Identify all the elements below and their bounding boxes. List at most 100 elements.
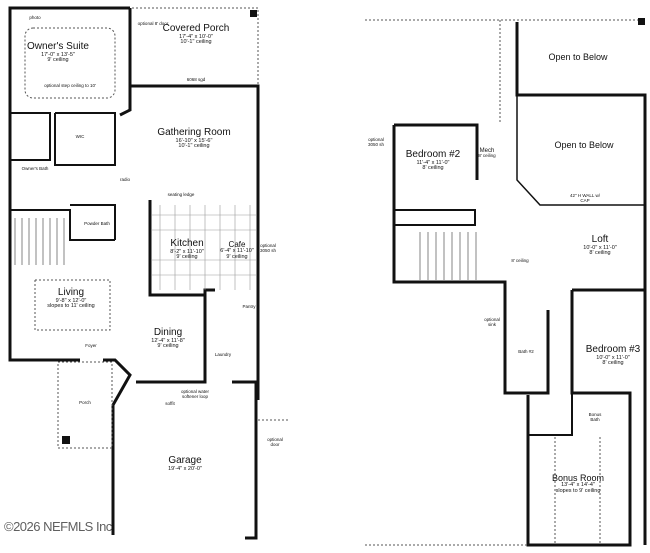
room-ceiling: 9' ceiling bbox=[226, 254, 248, 261]
room-name: Dining bbox=[153, 327, 183, 338]
room-powder-bath: Powder Bath bbox=[84, 221, 110, 227]
room-name: Porch bbox=[79, 400, 91, 405]
stairs-second-floor bbox=[419, 232, 477, 280]
room-name: Garage bbox=[168, 455, 202, 466]
room-bedroom-3: Bedroom #3 10'-0" x 11'-0" 8' ceiling bbox=[586, 344, 640, 367]
room-name: WIC bbox=[75, 134, 85, 139]
note-text: optional 3050 sh bbox=[367, 137, 384, 147]
room-name: Owner's Suite bbox=[27, 41, 89, 52]
wall bbox=[392, 125, 550, 395]
porch-outline bbox=[132, 7, 259, 86]
step-ceiling-note: optional step ceiling to 10' bbox=[44, 83, 96, 89]
room-kitchen: Kitchen 8'-2" x 11'-10" 9' ceiling bbox=[170, 238, 204, 261]
room-name: Covered Porch bbox=[162, 23, 230, 34]
room-name: Kitchen bbox=[170, 238, 204, 249]
room-dining: Dining 12'-4" x 11'-8" 9' ceiling bbox=[151, 327, 185, 350]
room-dims: 12'-4" x 11'-8" bbox=[151, 337, 185, 344]
note-text: radio bbox=[119, 177, 131, 182]
optional-door-note: optional 8' door bbox=[137, 21, 169, 27]
wall bbox=[8, 270, 80, 362]
wall bbox=[526, 395, 632, 547]
room-wic: WIC bbox=[75, 134, 85, 140]
note-text: soffit bbox=[165, 401, 175, 406]
wall bbox=[10, 209, 115, 241]
note-text: optional door bbox=[267, 437, 283, 447]
room-owners-bath: Owner's Bath bbox=[21, 166, 49, 172]
room-name: Gathering Room bbox=[157, 127, 231, 138]
room-dims: 10'-0" x 11'-0" bbox=[583, 244, 617, 251]
wall bbox=[148, 200, 205, 297]
room-dims: 19'-4" x 20'-0" bbox=[168, 465, 202, 472]
step-ceiling-outline bbox=[24, 27, 116, 99]
room-name: Cafe bbox=[228, 240, 246, 249]
wall bbox=[570, 290, 632, 435]
wall bbox=[70, 204, 116, 240]
room-name: Owner's Bath bbox=[21, 166, 49, 171]
room-ceiling: 8' ceiling bbox=[602, 360, 624, 367]
room-ceiling: 8' ceiling bbox=[478, 153, 496, 159]
note-text: optional 3050 sh bbox=[259, 243, 276, 253]
room-loft: Loft 10'-0" x 11'-0" 8' ceiling bbox=[583, 234, 617, 257]
water-softener-note: optional water softener loop bbox=[175, 389, 215, 399]
room-ceiling: 8' ceiling bbox=[422, 165, 444, 172]
hall-ceiling-note: 8' ceiling bbox=[511, 258, 529, 264]
porch-outline bbox=[57, 361, 113, 449]
wall bbox=[394, 123, 479, 180]
room-name: Pantry bbox=[242, 304, 256, 309]
room-mech: Mech 8' ceiling bbox=[478, 148, 495, 159]
room-cafe: Cafe 6'-4" x 11'-10" 9' ceiling bbox=[220, 240, 254, 261]
wall bbox=[232, 380, 258, 540]
sliding-door-note: 6068 sgd bbox=[186, 77, 206, 83]
room-dims: 9'-8" x 12'-0" bbox=[55, 297, 87, 304]
wall bbox=[54, 112, 116, 166]
room-name: Powder Bath bbox=[84, 221, 110, 226]
room-porch: Porch bbox=[79, 400, 91, 406]
room-dims: 8'-2" x 11'-10" bbox=[170, 248, 204, 255]
note-text: 6068 sgd bbox=[186, 77, 206, 82]
room-ceiling: 10'-1" ceiling bbox=[180, 39, 212, 46]
room-ceiling: 9' ceiling bbox=[157, 343, 179, 350]
note-text: photo bbox=[29, 15, 41, 20]
wall bbox=[119, 8, 132, 117]
wall bbox=[8, 6, 130, 270]
room-ceiling: 8' ceiling bbox=[589, 250, 611, 257]
watermark: ©2026 NEFMLS Inc bbox=[4, 519, 112, 534]
room-open-to-below-lower: Open to Below bbox=[554, 140, 614, 150]
wall bbox=[515, 22, 647, 545]
optional-garage-door-note: optional door bbox=[263, 437, 287, 447]
note-text: optional 8' door bbox=[137, 21, 169, 26]
room-ceiling: slopes to 9' ceiling bbox=[555, 488, 601, 495]
room-dims: 6'-4" x 11'-10" bbox=[220, 248, 254, 255]
window-note: optional 3050 sh bbox=[257, 243, 279, 253]
column bbox=[62, 436, 70, 444]
room-open-to-below-upper: Open to Below bbox=[548, 52, 607, 62]
room-name: Living bbox=[57, 287, 85, 298]
room-ceiling: 9' ceiling bbox=[47, 57, 69, 64]
room-name: Bedroom #2 bbox=[405, 149, 461, 160]
wall bbox=[528, 393, 573, 436]
column bbox=[250, 10, 257, 17]
stairs-first-floor bbox=[14, 218, 65, 265]
wall bbox=[130, 84, 260, 400]
room-ceiling: 9' ceiling bbox=[176, 254, 198, 261]
optional-sink-note: optional sink bbox=[481, 317, 503, 327]
room-bath-2: Bath #2 bbox=[518, 349, 534, 355]
room-dims: 10'-0" x 11'-0" bbox=[596, 354, 630, 361]
room-dims: 17'-0" x 13'-5" bbox=[41, 51, 75, 58]
room-name: Mech bbox=[479, 148, 495, 154]
note-text: 8' ceiling bbox=[511, 258, 529, 263]
wall bbox=[10, 112, 51, 161]
seating-ledge-note: seating ledge bbox=[167, 192, 195, 198]
room-ceiling: 10'-1" ceiling bbox=[178, 143, 210, 150]
room-bedroom-2: Bedroom #2 11'-4" x 11'-0" 8' ceiling bbox=[405, 149, 461, 172]
room-pantry: Pantry bbox=[242, 304, 256, 310]
room-name: Bath #2 bbox=[518, 349, 534, 354]
soffit-note: soffit bbox=[165, 401, 175, 407]
note-text: optional sink bbox=[484, 317, 500, 327]
note-text: seating ledge bbox=[167, 192, 195, 197]
room-covered-porch: Covered Porch 17'-4" x 10'-0" 10'-1" cei… bbox=[162, 23, 230, 46]
room-name: Bonus Room bbox=[551, 473, 605, 483]
room-bonus-bath: Bonus Bath bbox=[584, 412, 606, 422]
room-name: Open to Below bbox=[554, 140, 614, 150]
